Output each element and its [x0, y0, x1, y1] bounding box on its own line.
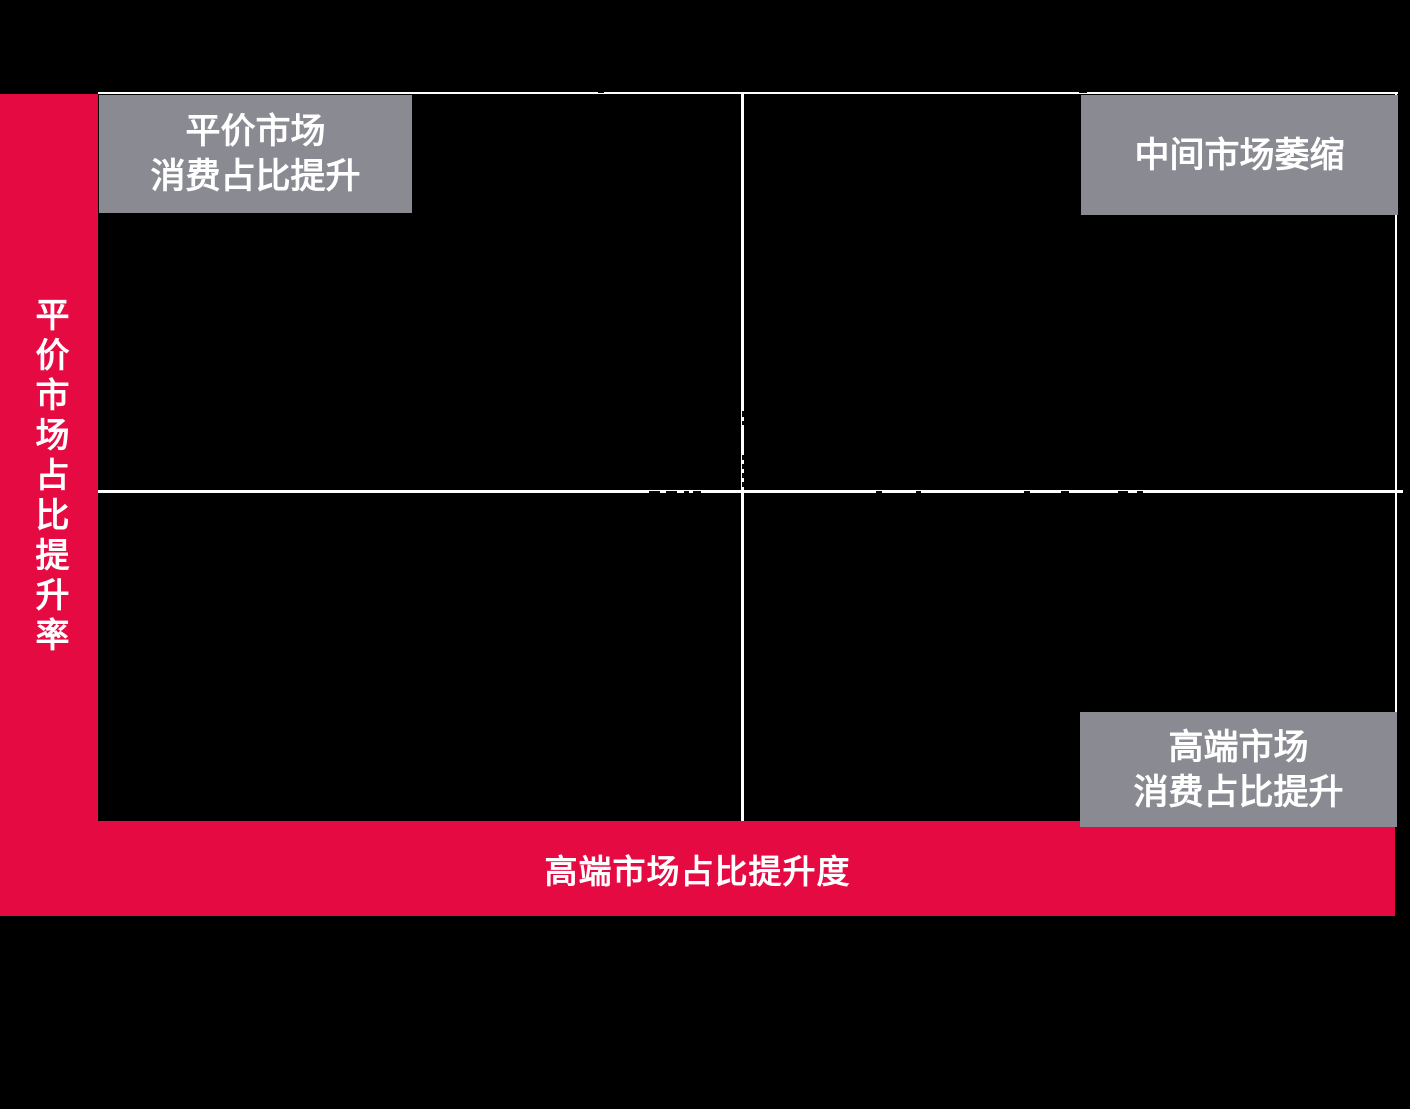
line-artifact [742, 411, 744, 417]
plot-top-border [98, 92, 1398, 94]
line-artifact [598, 92, 604, 93]
plot-right-border [1395, 92, 1397, 821]
quadrant-label-line: 中间市场萎缩 [1134, 135, 1345, 175]
line-artifact [1118, 491, 1128, 493]
line-artifact [1079, 92, 1087, 93]
quadrant-label-line: 平价市场 [185, 112, 326, 151]
quadrant-label-line: 消费占比提升 [150, 157, 361, 196]
quadrant-label-line: 消费占比提升 [1133, 772, 1344, 812]
line-artifact [742, 464, 744, 469]
line-artifact [666, 491, 677, 493]
line-artifact [684, 491, 689, 493]
line-artifact [742, 455, 744, 460]
quadrant-label-line: 高端市场 [1168, 727, 1309, 767]
line-artifact [649, 491, 660, 493]
x-axis-label: 高端市场占比提升度 [544, 852, 851, 890]
line-artifact [742, 473, 744, 478]
quadrant-label-bottom-right: 高端市场 消费占比提升 [1080, 712, 1397, 827]
line-artifact [742, 482, 744, 487]
line-artifact [1024, 491, 1030, 493]
y-axis-label: 平价市场占比提升率 [30, 297, 68, 657]
quadrant-label-top-left: 平价市场 消费占比提升 [99, 95, 412, 213]
line-artifact [1061, 491, 1069, 493]
horizontal-divider-line [98, 490, 1403, 493]
line-artifact [916, 491, 921, 493]
line-artifact [742, 421, 744, 425]
x-axis-bar: 高端市场占比提升度 [0, 821, 1395, 916]
line-artifact [876, 491, 882, 493]
quadrant-label-top-right: 中间市场萎缩 [1081, 95, 1398, 215]
line-artifact [693, 491, 701, 493]
y-axis-bar: 平价市场占比提升率 [0, 94, 98, 916]
line-artifact [1137, 491, 1143, 493]
